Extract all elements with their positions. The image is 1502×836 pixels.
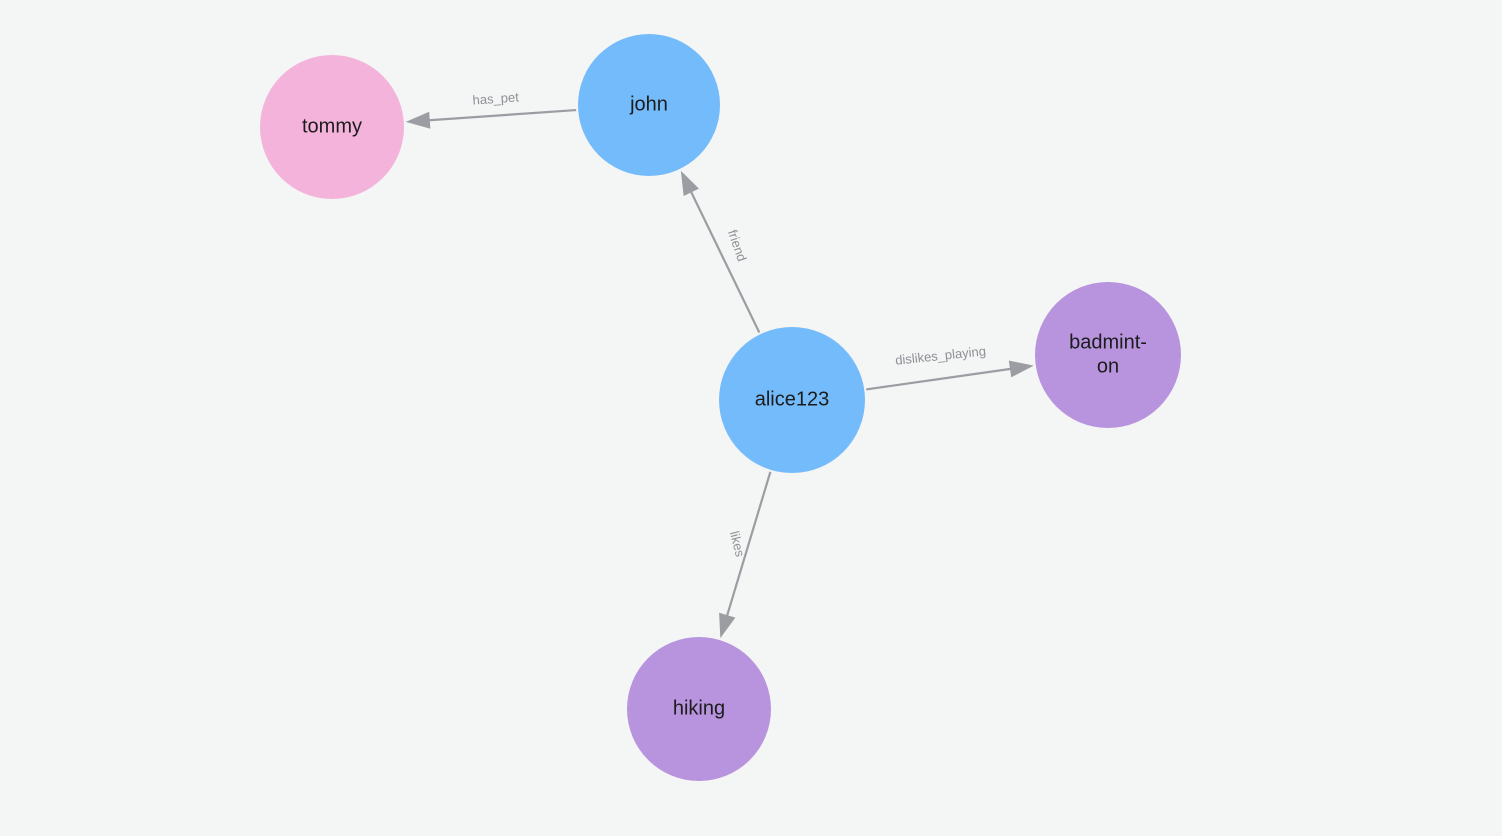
- edge-arrowhead-icon: [680, 170, 699, 196]
- graph-edge[interactable]: friend: [680, 170, 761, 333]
- graph-node-badminton[interactable]: badmint-on: [1035, 282, 1181, 428]
- node-circle[interactable]: [260, 55, 404, 199]
- edge-line: [423, 108, 577, 122]
- nodes-layer: tommy john alice123 badmint-on hiking: [260, 34, 1181, 781]
- graph-node-hiking[interactable]: hiking: [627, 637, 771, 781]
- edge-line: [687, 186, 761, 333]
- graph-node-tommy[interactable]: tommy: [260, 55, 404, 199]
- edge-label: has_pet: [472, 89, 520, 107]
- node-circle[interactable]: [719, 327, 865, 473]
- edge-label: dislikes_playing: [894, 343, 986, 367]
- edge-arrowhead-icon: [719, 612, 736, 639]
- node-circle[interactable]: [627, 637, 771, 781]
- edge-line: [724, 471, 772, 622]
- graph-edge[interactable]: has_pet: [405, 89, 577, 129]
- edge-label: friend: [725, 228, 750, 264]
- edge-arrowhead-icon: [405, 111, 431, 129]
- edge-arrowhead-icon: [1008, 360, 1034, 378]
- edge-line: [866, 367, 1017, 391]
- graph-node-alice123[interactable]: alice123: [719, 327, 865, 473]
- node-circle[interactable]: [1035, 282, 1181, 428]
- graph-edge[interactable]: dislikes_playing: [866, 343, 1034, 391]
- graph-edge[interactable]: likes: [719, 471, 772, 639]
- graph-node-john[interactable]: john: [578, 34, 720, 176]
- node-circle[interactable]: [578, 34, 720, 176]
- edge-label: likes: [727, 529, 748, 558]
